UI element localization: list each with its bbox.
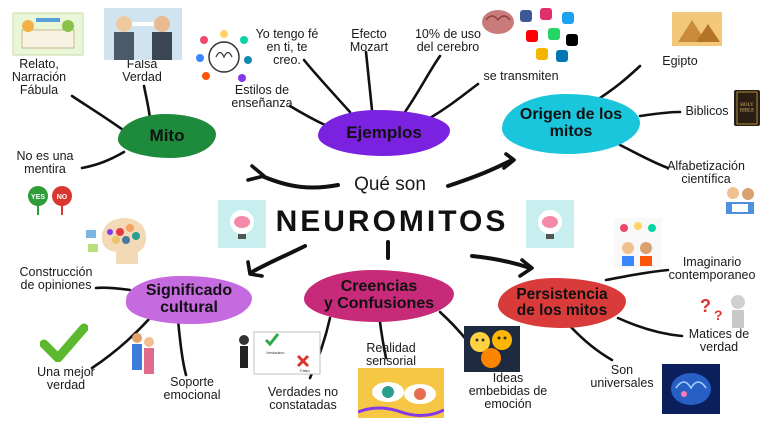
leaf-universales: Son universales xyxy=(590,363,654,390)
arrowhead-origen xyxy=(502,152,516,170)
branch-origen-biblicos xyxy=(638,110,682,118)
branch-significado-verdad xyxy=(90,316,152,370)
colorful-eye-art xyxy=(358,368,444,418)
arrowhead-persistencia xyxy=(518,258,534,278)
storybook-illustration xyxy=(12,12,84,56)
arrow-to-mito xyxy=(260,174,340,190)
svg-text:?: ? xyxy=(714,307,723,323)
leaf-ideas: Ideas embebidas de emoción xyxy=(468,371,548,411)
branch-origen-alfabetizacion xyxy=(618,143,670,170)
topic-persistencia-label: Persistencia de los mitos xyxy=(516,285,608,319)
pyramids-illustration xyxy=(672,12,722,46)
leaf-soporte: Soporte emocional xyxy=(163,375,221,402)
branch-ejemplos-cerebro xyxy=(403,54,442,114)
center-title: NEUROMITOS xyxy=(275,205,509,238)
center-subtitle: Qué son xyxy=(354,174,426,195)
topic-significado: Significado cultural xyxy=(126,276,252,324)
support-illustration xyxy=(132,333,154,374)
face-off-illustration xyxy=(104,8,182,60)
leaf-egipto: Egipto xyxy=(662,54,698,68)
topic-mito: Mito xyxy=(118,114,216,158)
branch-creencias-realidad xyxy=(378,320,388,360)
branch-mito-mentira xyxy=(80,150,126,170)
topic-mito-label: Mito xyxy=(149,126,185,146)
leaf-cerebro: 10% de uso del cerebro xyxy=(414,27,482,54)
arrow-to-significado xyxy=(250,244,307,274)
branch-origen-egipto xyxy=(598,64,642,100)
arrowhead-significado xyxy=(246,260,264,278)
branch-ejemplos-transmiten xyxy=(428,82,480,120)
leaf-relato: Relato, Narración Fábula xyxy=(11,57,67,97)
topic-ejemplos-label: Ejemplos xyxy=(346,123,422,143)
emoji-faces xyxy=(464,326,520,372)
true-label: Verdadero xyxy=(266,350,285,355)
leaf-matices: Matices de verdad xyxy=(688,327,750,354)
checkmark-icon xyxy=(40,323,88,362)
imaginario-illustration xyxy=(614,218,662,268)
lightbulb-brain-right xyxy=(526,200,574,248)
brain-icons-illustration xyxy=(196,30,252,82)
kids-reading-illustration xyxy=(726,187,754,214)
branch-ejemplos-fe xyxy=(302,58,352,114)
topic-persistencia: Persistencia de los mitos xyxy=(498,278,626,328)
no-badge-text: NO xyxy=(57,194,68,201)
lightbulb-brain-left xyxy=(218,200,266,248)
yes-badge-text: YES xyxy=(31,194,45,201)
colorful-head-illustration xyxy=(86,218,146,264)
question-marks-illustration: ? ? xyxy=(700,295,745,328)
leaf-realidad: Realidad sensorial xyxy=(365,341,417,368)
branch-persistencia-imaginario xyxy=(604,268,670,282)
leaf-no-es-mentira: No es una mentira xyxy=(16,149,74,176)
leaf-mozart: Efecto Mozart xyxy=(349,27,389,54)
leaf-falsa-verdad: Falsa Verdad xyxy=(122,57,162,84)
arrow-to-persistencia xyxy=(470,254,532,270)
branch-ejemplos-mozart xyxy=(364,50,374,112)
brain-photo xyxy=(482,10,514,34)
leaf-fe: Yo tengo fé en ti, te creo. xyxy=(255,27,319,67)
topic-creencias-label: Creencias y Confusiones xyxy=(323,278,435,312)
leaf-alfabetizacion: Alfabetización científica xyxy=(667,159,745,186)
branch-persistencia-universales xyxy=(568,324,614,362)
yes-no-signs: YES NO xyxy=(28,186,72,215)
brain-scan-image xyxy=(662,364,720,414)
branch-mito-verdad xyxy=(142,84,152,120)
svg-text:?: ? xyxy=(700,296,711,316)
arrow-to-origen xyxy=(446,158,514,188)
branch-significado-construccion xyxy=(94,286,132,292)
leaf-estilos: Estilos de enseñanza xyxy=(231,83,293,110)
topic-significado-label: Significado cultural xyxy=(145,282,233,316)
leaf-transmiten: se transmiten xyxy=(483,69,559,83)
topic-creencias: Creencias y Confusiones xyxy=(304,270,454,322)
leaf-mejor-verdad: Una mejor verdad xyxy=(37,365,95,392)
topic-origen: Origen de los mitos xyxy=(502,94,640,154)
branch-ejemplos-estilos xyxy=(288,104,327,127)
arrowhead-mito xyxy=(246,164,266,182)
branch-persistencia-matices xyxy=(616,316,684,338)
social-media-icons xyxy=(520,8,578,62)
topic-origen-label: Origen de los mitos xyxy=(519,106,623,140)
topic-ejemplos: Ejemplos xyxy=(318,110,450,156)
false-label: Falso xyxy=(300,368,311,373)
leaf-construccion: Construcción de opiniones xyxy=(19,265,93,292)
true-false-card: Verdadero Falso xyxy=(239,331,321,375)
leaf-imaginario: Imaginario contemporaneo xyxy=(668,255,756,282)
branch-significado-soporte xyxy=(176,318,188,377)
leaf-biblicos: Biblicos xyxy=(685,104,729,118)
leaf-verdades: Verdades no constatadas xyxy=(267,385,339,412)
